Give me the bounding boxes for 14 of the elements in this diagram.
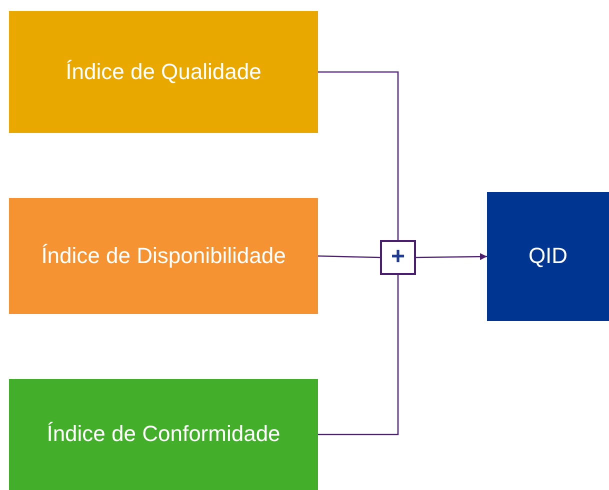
index-box xyxy=(9,198,318,314)
node-label: + xyxy=(390,243,405,272)
connector-line xyxy=(318,275,399,436)
node-label: Índice de Disponibilidade xyxy=(41,242,286,270)
result-box xyxy=(487,192,609,321)
arrow xyxy=(416,253,487,260)
connector-line xyxy=(318,255,380,258)
node-label: Índice de Conformidade xyxy=(46,421,280,448)
connector-line xyxy=(318,71,399,240)
sum-box xyxy=(380,240,416,275)
index-box xyxy=(9,379,318,490)
node-label: QID xyxy=(528,243,568,270)
node-label: Índice de Qualidade xyxy=(66,58,262,86)
index-box xyxy=(9,11,318,133)
